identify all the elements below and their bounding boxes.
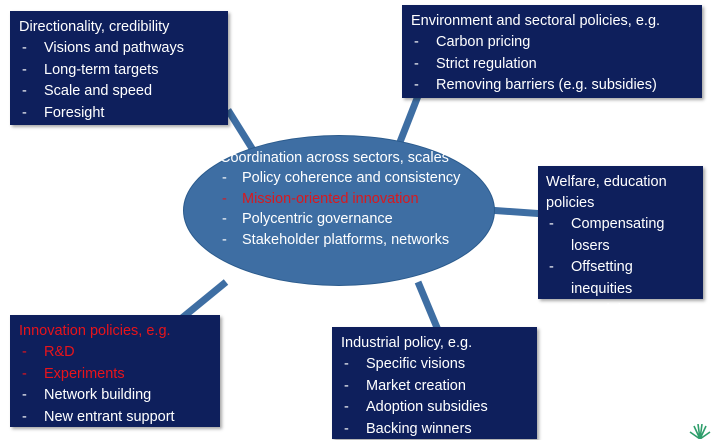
industrial-item: Market creation [341, 376, 529, 398]
industrial-item: Adoption subsidies [341, 397, 529, 419]
innovation-title: Innovation policies, e.g. [19, 321, 212, 342]
welfare-item: Compensating losers [546, 214, 681, 257]
leaf-logo-icon [688, 424, 712, 439]
environment-box: Environment and sectoral policies, e.g. … [402, 5, 702, 98]
industrial-box: Industrial policy, e.g. Specific visions… [332, 327, 537, 439]
industrial-item: Backing winners [341, 419, 529, 440]
welfare-item: Retraining [546, 300, 695, 322]
directionality-item: Long-term targets [19, 60, 220, 82]
innovation-item: Network building [19, 385, 212, 407]
connector-welfare [488, 210, 545, 214]
innovation-box: Innovation policies, e.g. R&D Experiment… [10, 315, 220, 427]
hub-title: Coordination across sectors, scales [220, 148, 490, 168]
hub-item: Stakeholder platforms, networks [220, 230, 490, 251]
directionality-item: Scale and speed [19, 81, 220, 103]
hub-item: Policy coherence and consistency [220, 168, 490, 189]
directionality-title: Directionality, credibility [19, 17, 220, 38]
innovation-item-highlight: Experiments [19, 364, 212, 386]
industrial-item: Specific visions [341, 354, 529, 376]
connector-environment [400, 96, 418, 142]
welfare-item: Offsetting inequities [546, 257, 695, 300]
connector-industrial [418, 282, 438, 330]
innovation-item: New entrant support [19, 407, 212, 429]
directionality-item: Visions and pathways [19, 38, 220, 60]
connector-innovation [182, 282, 226, 318]
innovation-item-highlight: R&D [19, 342, 212, 364]
hub-item: Polycentric governance [220, 209, 490, 230]
environment-title: Environment and sectoral policies, e.g. [411, 11, 694, 32]
directionality-box: Directionality, credibility Visions and … [10, 11, 228, 125]
hub-item-highlight: Mission-oriented innovation [220, 189, 490, 210]
hub-ellipse: Coordination across sectors, scales Poli… [183, 135, 495, 286]
industrial-title: Industrial policy, e.g. [341, 333, 529, 354]
welfare-title: Welfare, education policies [546, 172, 686, 214]
directionality-item: Foresight [19, 103, 220, 125]
environment-item: Carbon pricing [411, 32, 694, 54]
environment-item: Removing barriers (e.g. subsidies) [411, 75, 694, 97]
environment-item: Strict regulation [411, 54, 694, 76]
welfare-box: Welfare, education policies Compensating… [538, 166, 703, 299]
